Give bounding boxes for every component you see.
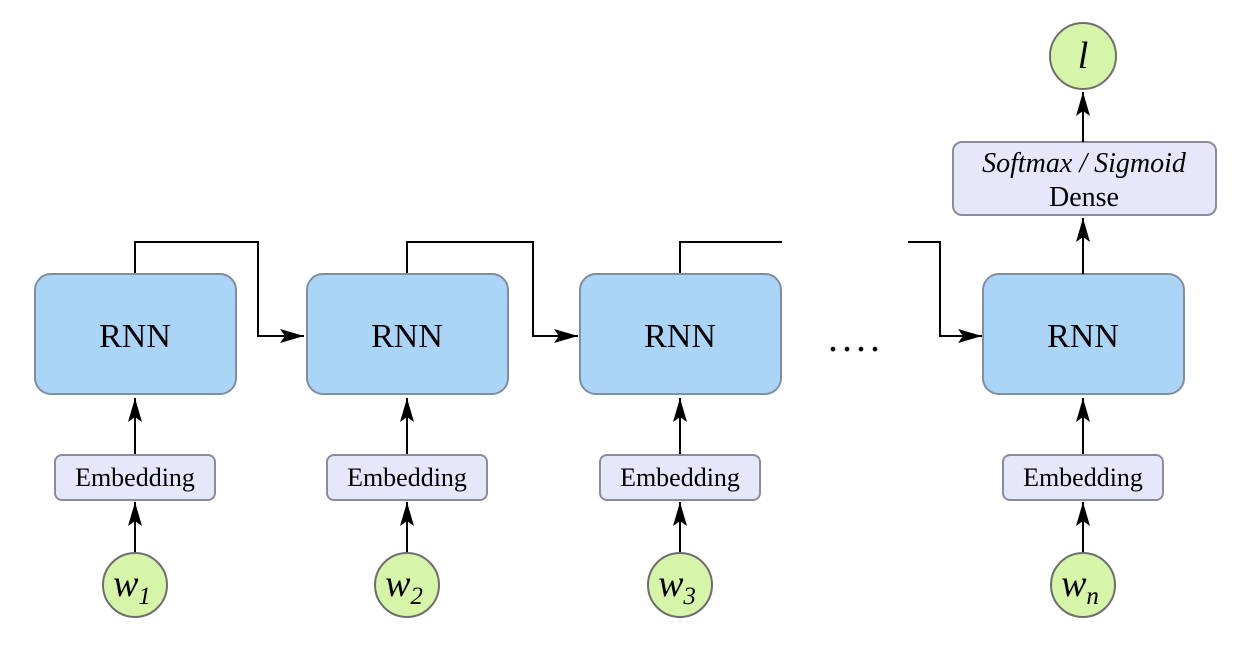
- embedding-box-3: [599, 454, 761, 501]
- rnn-cell-1: [34, 273, 237, 395]
- embedding-label-n: Embedding: [1023, 463, 1143, 492]
- rnn-cell-2: [306, 273, 509, 395]
- input-sub-1: 1: [138, 583, 151, 610]
- column-2: RNN Embedding w2: [306, 273, 509, 618]
- input-node-2: [374, 552, 440, 618]
- dense-label: Dense: [1049, 182, 1119, 213]
- embedding-label-2: Embedding: [347, 463, 467, 492]
- input-sub-n: n: [1086, 583, 1099, 610]
- embedding-box-2: [326, 454, 488, 501]
- ellipsis: ....: [828, 315, 884, 360]
- input-sub-2: 2: [410, 583, 423, 610]
- embedding-box-n: [1002, 454, 1164, 501]
- recurrent-link-3: [679, 241, 782, 274]
- rnn-label-3: RNN: [644, 318, 716, 355]
- dense-box: [952, 141, 1217, 216]
- rnn-label-1: RNN: [99, 318, 171, 355]
- column-n: RNN Embedding wn Softmax / Sigmoid Dense…: [952, 22, 1217, 618]
- embedding-label-3: Embedding: [620, 463, 740, 492]
- column-3: RNN Embedding w3: [579, 273, 782, 618]
- column-1: RNN Embedding w1: [34, 273, 237, 618]
- rnn-cell-3: [579, 273, 782, 395]
- input-label-3: w3: [658, 563, 696, 610]
- input-label-2: w2: [385, 563, 423, 610]
- input-sub-3: 3: [682, 583, 696, 610]
- recurrent-link-2: [406, 241, 578, 343]
- input-node-1: [102, 552, 168, 618]
- rnn-label-n: RNN: [1047, 318, 1119, 355]
- input-base-3: w: [658, 563, 684, 605]
- embedding-label-1: Embedding: [75, 463, 195, 492]
- input-base-n: w: [1061, 563, 1087, 605]
- input-base-2: w: [385, 563, 411, 605]
- rnn-label-2: RNN: [371, 318, 443, 355]
- input-label-n: wn: [1061, 563, 1099, 610]
- input-base-1: w: [113, 563, 139, 605]
- dense-activation-label: Softmax / Sigmoid: [982, 148, 1187, 179]
- recurrent-link-1: [134, 241, 304, 343]
- embedding-box-1: [54, 454, 216, 501]
- input-node-n: [1050, 552, 1116, 618]
- input-node-3: [647, 552, 713, 618]
- recurrent-link-4: [908, 241, 982, 343]
- output-node: [1049, 22, 1117, 90]
- output-label: l: [1078, 35, 1089, 77]
- input-label-1: w1: [113, 563, 151, 610]
